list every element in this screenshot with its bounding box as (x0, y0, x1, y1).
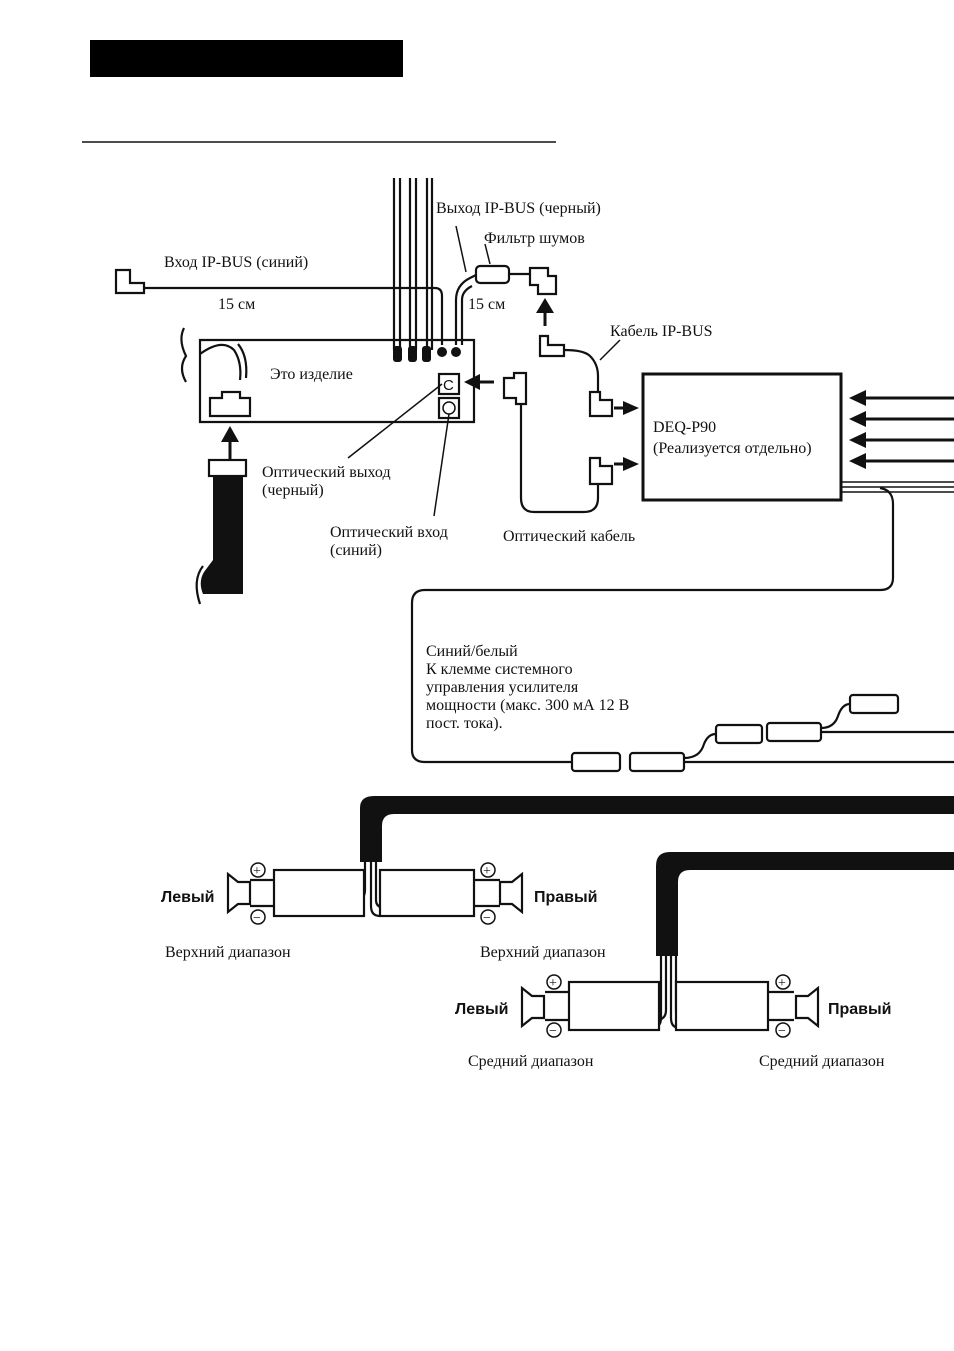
high-right-side-label: Правый (534, 889, 598, 906)
ipbus-cable-plug-deq (588, 390, 614, 418)
mid-left-range-label: Средний диапазон (468, 1053, 594, 1070)
speaker-mid-left-icon (520, 985, 546, 1029)
ipbus-cable-label: Кабель IP-BUS (610, 323, 713, 340)
optical-out-label-2: (черный) (262, 482, 324, 499)
ipbus-input-connector (114, 268, 444, 345)
ipbus-output-plug (528, 266, 558, 296)
high-left-range-label: Верхний диапазон (165, 944, 291, 961)
remote-wire (410, 486, 895, 764)
minus-sign: − (253, 911, 261, 926)
mid-range-harness (520, 852, 954, 1032)
header-band (90, 40, 403, 77)
optical-out-port (437, 372, 461, 396)
mid-left-side-label: Левый (455, 1001, 508, 1018)
remote-label-4: мощности (макс. 300 мА 12 В (426, 697, 629, 714)
ipbus-output-cable (454, 225, 558, 345)
ipbus-output-label: Выход IP-BUS (черный) (436, 200, 601, 217)
minus-icon (546, 1022, 562, 1038)
this-product-label: Это изделие (270, 366, 353, 383)
high-range-harness (226, 796, 954, 918)
deq-p90-unit (641, 372, 954, 502)
plus-icon (546, 974, 562, 990)
minus-icon (250, 909, 266, 925)
optical-cable-label: Оптический кабель (503, 528, 635, 545)
optical-out-label-1: Оптический выход (262, 464, 391, 481)
optical-plug-deq (588, 456, 614, 486)
plus-icon (775, 974, 791, 990)
deq-note-label: (Реализуется отдельно) (653, 440, 812, 457)
optical-in-label-2: (синий) (330, 542, 382, 559)
wire-bundle-top (392, 178, 434, 350)
remote-label-5: пост. тока). (426, 715, 503, 732)
plus-icon (250, 862, 266, 878)
power-harness (195, 426, 248, 605)
minus-icon (775, 1022, 791, 1038)
plus-sign: + (778, 976, 786, 991)
noise-filter-label: Фильтр шумов (484, 230, 585, 247)
noise-filter-icon (474, 264, 511, 285)
arrow-left-icon (464, 374, 494, 390)
length-left-label: 15 см (218, 296, 255, 313)
unit-ports-top (393, 346, 461, 362)
speaker-high-left-icon (226, 871, 252, 915)
plus-sign: + (253, 864, 261, 879)
optical-out-port-letter: C (443, 377, 454, 394)
plus-sign: + (549, 976, 557, 991)
minus-sign: − (483, 911, 491, 926)
minus-sign: − (549, 1024, 557, 1039)
minus-sign: − (778, 1024, 786, 1039)
mid-right-side-label: Правый (828, 1001, 892, 1018)
deq-model-label: DEQ-P90 (653, 419, 716, 436)
bullet-connectors (570, 693, 954, 773)
ipbus-cable (538, 334, 639, 418)
deq-input-arrows (849, 390, 954, 469)
remote-label-1: Синий/белый (426, 643, 518, 660)
optical-in-label-1: Оптический вход (330, 524, 448, 541)
head-unit: C (180, 327, 476, 424)
arrow-up-icon (536, 298, 554, 326)
plus-sign: + (483, 864, 491, 879)
length-right-label: 15 см (468, 296, 505, 313)
ipbus-cable-plug-top (538, 334, 566, 358)
speaker-mid-right-icon (794, 985, 820, 1029)
remote-label-3: управления усилителя (426, 679, 579, 696)
optical-plug-unit (502, 371, 528, 406)
remote-label-2: К клемме системного (426, 661, 573, 678)
harness-plug-icon (207, 458, 248, 478)
high-right-range-label: Верхний диапазон (480, 944, 606, 961)
ipbus-input-label: Вход IP-BUS (синий) (164, 254, 308, 271)
speaker-high-right-icon (498, 871, 524, 915)
mid-right-range-label: Средний диапазон (759, 1053, 885, 1070)
optical-cable (502, 371, 639, 514)
minus-icon (480, 909, 496, 925)
plus-icon (480, 862, 496, 878)
high-left-side-label: Левый (161, 889, 214, 906)
power-connector-icon (208, 390, 252, 418)
